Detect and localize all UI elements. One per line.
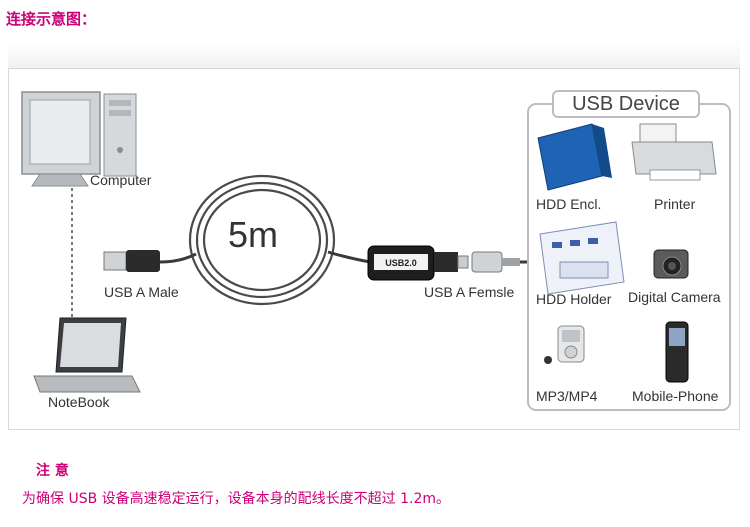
notebook-label: NoteBook — [48, 394, 110, 410]
hdd-holder-icon — [539, 221, 625, 295]
camera-icon — [653, 249, 689, 279]
usb-female-socket — [434, 251, 520, 273]
notebook-icon — [33, 317, 141, 393]
usb-repeater-box — [367, 245, 435, 281]
mobile-phone-icon — [665, 321, 689, 383]
device-label-digital-camera: Digital Camera — [628, 289, 721, 305]
mp3-player-icon — [544, 325, 585, 364]
printer-icon — [631, 123, 717, 181]
usb-device-title: USB Device — [552, 90, 700, 118]
cable-left — [159, 252, 197, 264]
device-label-hdd-holder: HDD Holder — [536, 291, 612, 307]
hdd-enclosure-icon — [537, 123, 612, 191]
computer-icon — [21, 91, 137, 187]
repeater-label: USB2.0 — [385, 258, 417, 268]
device-label-printer: Printer — [654, 196, 696, 212]
usb-female-label: USB A Femsle — [424, 284, 515, 300]
panel-shade — [8, 42, 740, 68]
notice-title: 注 意 — [36, 463, 69, 479]
device-label-mobile-phone: Mobile-Phone — [632, 388, 719, 404]
cable-right — [327, 250, 371, 264]
computer-label: Computer — [90, 172, 152, 188]
usb-male-label: USB A Male — [104, 284, 179, 300]
cable-coil — [188, 174, 336, 306]
notice-text: 为确保 USB 设备高速稳定运行，设备本身的配线长度不超过 1.2m。 — [22, 491, 450, 507]
device-label-mp3: MP3/MP4 — [536, 388, 598, 404]
device-label-hdd-encl: HDD Encl. — [536, 196, 602, 212]
cable-length-label: 5m — [228, 214, 279, 255]
usb-male-plug — [103, 250, 160, 272]
page-title: 连接示意图： — [6, 10, 97, 28]
